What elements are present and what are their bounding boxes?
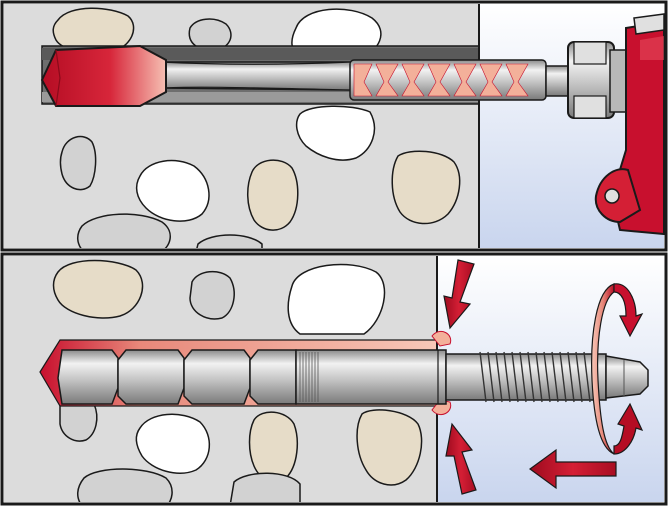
stone: [52, 259, 144, 319]
pressure-arrow-icon: [445, 422, 477, 495]
panel-drilling: [0, 0, 668, 252]
stone: [196, 234, 263, 248]
drill-bit-icon: [40, 44, 167, 107]
chuck-icon: [567, 41, 631, 119]
concrete-top: [4, 4, 480, 248]
stone: [135, 159, 210, 222]
screw-icon: [604, 188, 620, 204]
stone: [77, 468, 173, 502]
panel-setting: [0, 252, 668, 506]
stone: [287, 263, 386, 335]
stone: [229, 472, 301, 502]
stone: [135, 413, 210, 474]
stone: [59, 135, 97, 191]
stone: [295, 105, 376, 161]
rotation-arrow-icon: [591, 283, 644, 455]
drill-hammer-body: [594, 13, 665, 236]
resin-squeeze-out: [431, 331, 452, 347]
push-arrow-icon: [528, 448, 617, 490]
stone: [248, 411, 299, 483]
pressure-arrow-icon: [443, 259, 475, 330]
stone: [247, 159, 299, 231]
stone: [391, 150, 461, 225]
resin-spiral: [353, 63, 529, 97]
anchor-rod-threaded-end: [445, 351, 649, 403]
stone: [356, 409, 423, 486]
stone: [77, 213, 171, 248]
stone: [189, 270, 235, 320]
